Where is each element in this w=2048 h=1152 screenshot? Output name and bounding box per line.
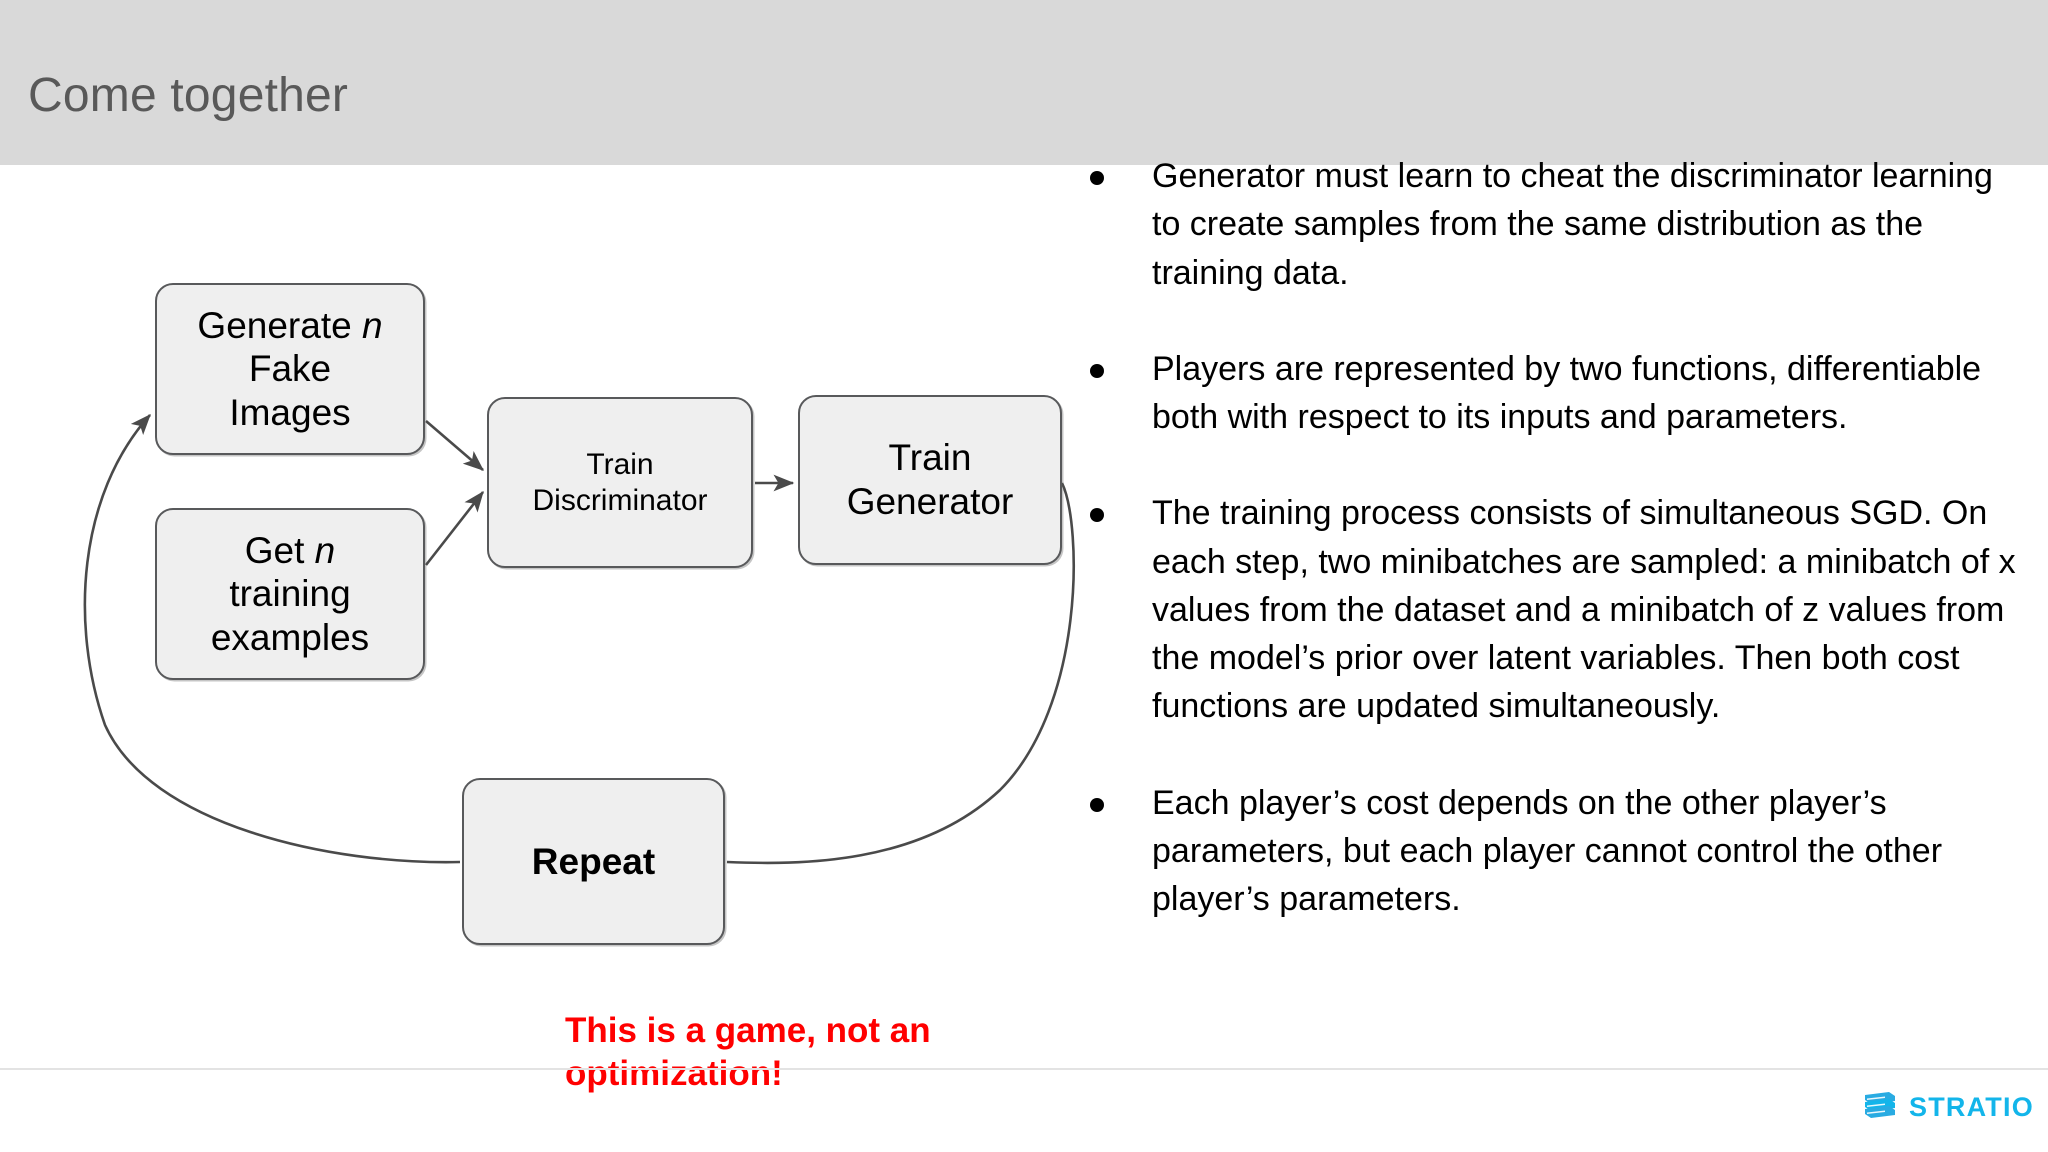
list-item: The training process consists of simulta… xyxy=(1090,489,2030,730)
edge-generator-to-repeat xyxy=(726,482,1075,865)
bullet-dot-icon xyxy=(1090,171,1104,185)
bullet-text: The training process consists of simulta… xyxy=(1152,494,2016,726)
diagram-connectors xyxy=(83,414,1075,865)
bullet-text: Generator must learn to cheat the discri… xyxy=(1152,157,1993,292)
list-item: Players are represented by two functions… xyxy=(1090,345,2030,442)
list-item: Generator must learn to cheat the discri… xyxy=(1090,152,2030,297)
list-item: Each player’s cost depends on the other … xyxy=(1090,779,2030,924)
bullet-dot-icon xyxy=(1090,508,1104,523)
page-title: Come together xyxy=(28,69,349,122)
stacked-layers-icon xyxy=(1865,1092,1895,1118)
title-bar xyxy=(0,0,2048,165)
bullet-text: Players are represented by two functions… xyxy=(1152,349,1982,437)
bullet-list: Generator must learn to cheat the discri… xyxy=(1090,152,2030,971)
flow-box-repeat-label: Repeat xyxy=(531,840,656,882)
footer-divider xyxy=(0,1068,2048,1070)
edge-generate-to-discriminator xyxy=(425,420,484,471)
bullet-dot-icon xyxy=(1090,363,1104,378)
edge-repeat-to-generate xyxy=(83,414,461,864)
flow-box-repeat[interactable]: Repeat xyxy=(462,778,725,945)
edge-get-to-discriminator xyxy=(424,490,485,566)
bullet-text: Each player’s cost depends on the other … xyxy=(1152,783,1943,919)
stratio-logo: STRATIO xyxy=(1862,1090,2034,1124)
bullet-dot-icon xyxy=(1090,797,1104,812)
brand-name: STRATIO xyxy=(1909,1091,2034,1122)
emphasis-note: This is a game, not an optimization! xyxy=(565,1011,931,1093)
